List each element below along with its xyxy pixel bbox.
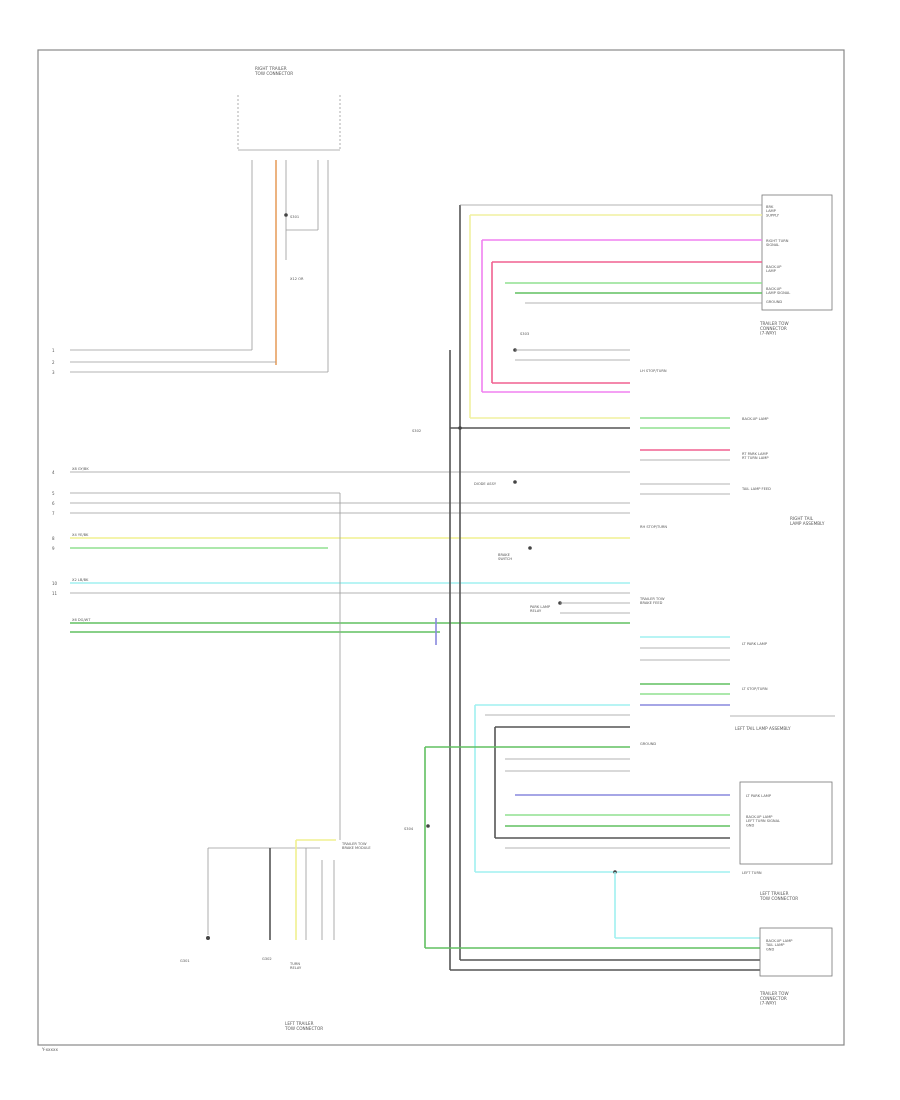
- mid-lbl-7: LT STOP/TURN: [742, 687, 768, 691]
- brake-switch-point: [528, 546, 532, 550]
- upper-mid-wires: S303 LH STOP/TURN: [513, 332, 667, 373]
- wire-label-lb: X2 LB/BK: [72, 578, 89, 582]
- ground-g301-label: G301: [180, 959, 190, 963]
- ground-g301: [206, 936, 210, 940]
- left-harness-mid: 4 5 6 7 8 9 10 11 X8 GY/BK X4 YE/BK X2 L…: [52, 467, 630, 633]
- or-wire-label: X12 OR: [290, 277, 304, 281]
- mid-lbl-1: BACK-UP LAMP: [742, 417, 769, 421]
- pin-7: 7: [52, 511, 55, 516]
- bottom-ground-label: G302: [262, 957, 272, 961]
- pin-5: 5: [52, 491, 55, 496]
- splice-s303-label: S303: [520, 332, 529, 336]
- pin-1: 1: [52, 348, 55, 353]
- pin-9: 9: [52, 546, 55, 551]
- diode-assy-point: [513, 480, 517, 484]
- left-tail-label: LEFT TAIL LAMP ASSEMBLY: [735, 726, 791, 731]
- diode-assy-label: DIODE ASSY: [474, 482, 497, 486]
- mid-lbl-4: RH STOP/TURN: [640, 525, 667, 529]
- splice-s304-label: S304: [404, 827, 414, 831]
- pin-8: 8: [52, 536, 55, 541]
- splice-s302: [458, 426, 462, 430]
- trunk-lines: S302: [412, 205, 760, 971]
- pin-11: 11: [52, 591, 58, 596]
- splice-s301: [284, 213, 288, 217]
- wire-label-ye: X4 YE/BK: [72, 533, 89, 537]
- left-harness-top: 1 2 3: [52, 348, 328, 375]
- pin-3: 3: [52, 370, 55, 375]
- rbox-lbl-4: GROUND: [766, 300, 782, 304]
- pin-6: 6: [52, 501, 55, 506]
- pin-10: 10: [52, 581, 58, 586]
- splice-s302-label: S302: [412, 429, 421, 433]
- pin-4: 4: [52, 470, 55, 475]
- splice-s304: [426, 824, 430, 828]
- page-footer: Y-xxxxx: [41, 1047, 58, 1052]
- mid-lbl-3: TAIL LAMP FEED: [741, 487, 771, 491]
- pin-2: 2: [52, 360, 55, 365]
- splice-s301-label: S301: [290, 215, 299, 219]
- diagram-frame: [37, 49, 845, 1046]
- wire-label-gy: X8 GY/BK: [72, 467, 89, 471]
- lbox-lbl-0: LT PARK LAMP: [746, 794, 772, 798]
- mid-lbl-0: LH STOP/TURN: [640, 369, 667, 373]
- lbox-lbl-2: LEFT TURN: [742, 871, 762, 875]
- left-tail-area: LT PARK LAMP LT STOP/TURN LEFT TAIL LAMP…: [640, 636, 835, 731]
- wire-label-dg: X6 DG/WT: [72, 618, 91, 622]
- mid-lbl-6: LT PARK LAMP: [742, 642, 768, 646]
- mid-lbl-8: GROUND: [640, 742, 656, 746]
